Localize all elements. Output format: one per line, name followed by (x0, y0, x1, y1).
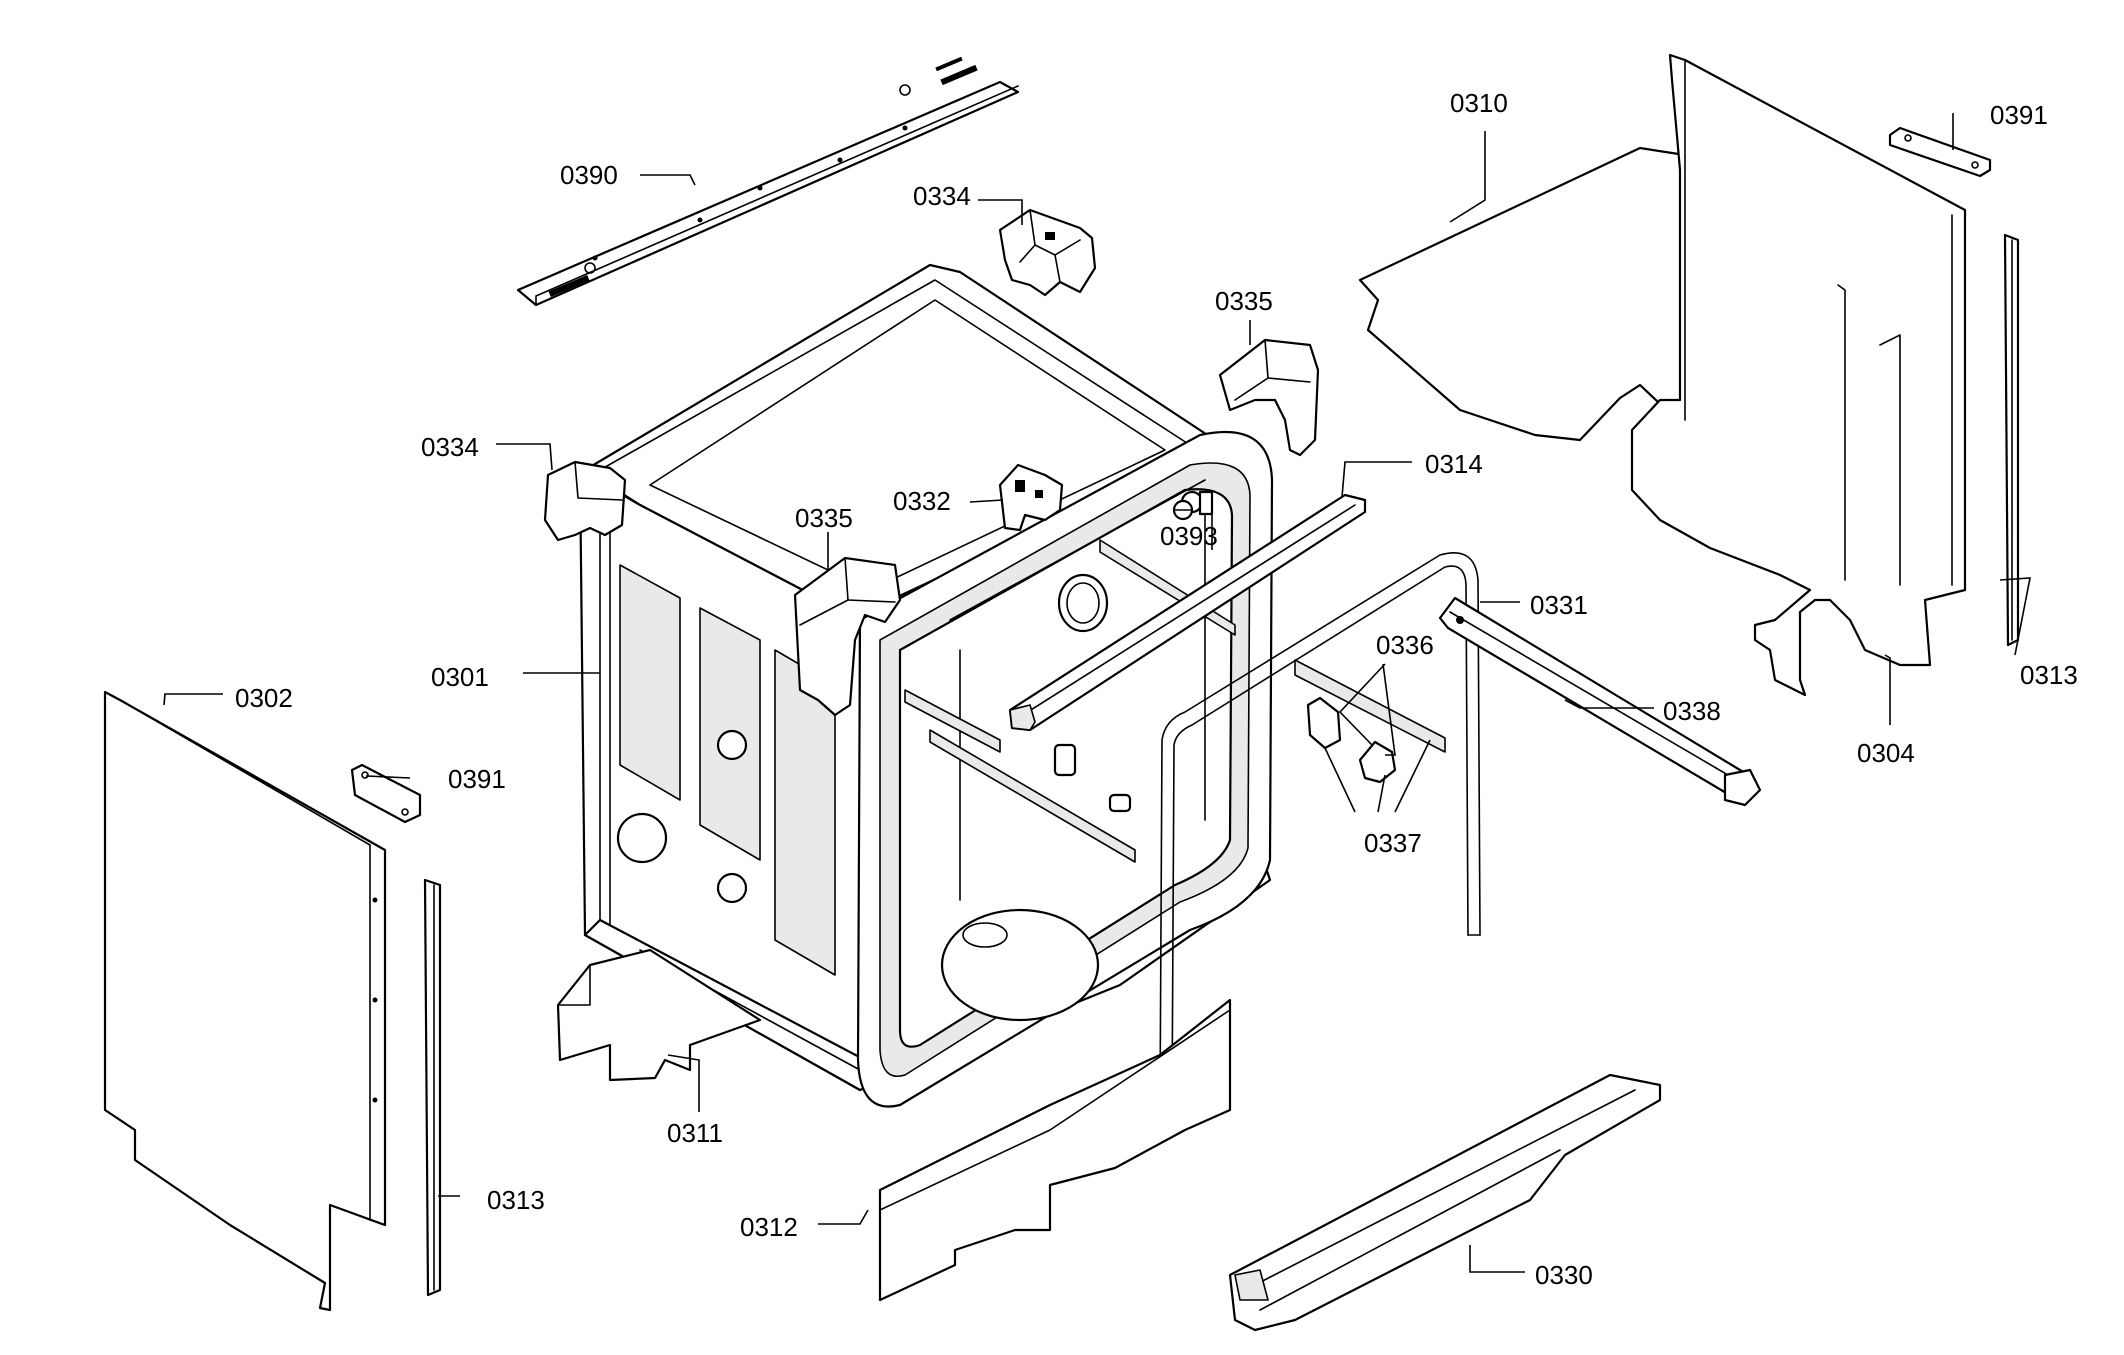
callout-0302: 0302 (235, 683, 293, 713)
callout-0338: 0338 (1663, 696, 1721, 726)
part-0311-insulation-block (556, 948, 762, 1082)
callout-0337: 0337 (1364, 828, 1422, 858)
part-0336-clip-left (1306, 696, 1342, 750)
part-0304-side-panel (1630, 53, 1967, 697)
callout-0330: 0330 (1535, 1260, 1593, 1290)
callout-0335-top: 0335 (1215, 286, 1273, 316)
callout-0311: 0311 (667, 1118, 723, 1148)
callout-0334-top: 0334 (913, 181, 971, 211)
callout-0301: 0301 (431, 662, 489, 692)
part-rail-strip (1294, 659, 1446, 753)
part-0312-front-insulation (878, 998, 1232, 1302)
part-0335-right-bracket (1218, 338, 1320, 457)
part-0332-lock (998, 463, 1064, 532)
callout-0304: 0304 (1857, 738, 1915, 768)
part-0393-screw (1172, 499, 1194, 521)
part-0330-kick-plate (1228, 1073, 1662, 1332)
callout-0332: 0332 (893, 486, 951, 516)
part-0313-right-strip (2003, 233, 2020, 647)
callout-0310: 0310 (1450, 88, 1508, 118)
part-0334-left-block (543, 460, 627, 542)
callout-0314: 0314 (1425, 449, 1483, 479)
part-0313-left-strip (423, 878, 442, 1297)
callout-0312: 0312 (740, 1212, 798, 1242)
part-0302-left-panel (103, 690, 387, 1312)
part-0334-top-block (998, 208, 1097, 297)
callout-0331: 0331 (1530, 590, 1588, 620)
part-0336-clip-right (1358, 740, 1397, 784)
part-0335-mid-bracket (793, 556, 902, 717)
callout-0390: 0390 (560, 160, 618, 190)
part-0338-rail (1438, 596, 1762, 807)
callout-0313-right: 0313 (2020, 660, 2078, 690)
callout-0336: 0336 (1376, 630, 1434, 660)
callout-0393: 0393 (1160, 521, 1218, 551)
part-0301-tub (578, 263, 1274, 1108)
part-0314-top-rail (1008, 493, 1367, 732)
callout-0334-left: 0334 (421, 432, 479, 462)
part-0391-top-bracket (1888, 126, 1992, 178)
callout-0313-left: 0313 (487, 1185, 545, 1215)
leader-lines (163, 113, 2031, 1273)
part-0390-top-plate (516, 56, 1020, 307)
callout-0391-top: 0391 (1990, 100, 2048, 130)
callout-0335-mid: 0335 (795, 503, 853, 533)
part-0391-left-bracket (350, 763, 422, 824)
callout-0391-left: 0391 (448, 764, 506, 794)
